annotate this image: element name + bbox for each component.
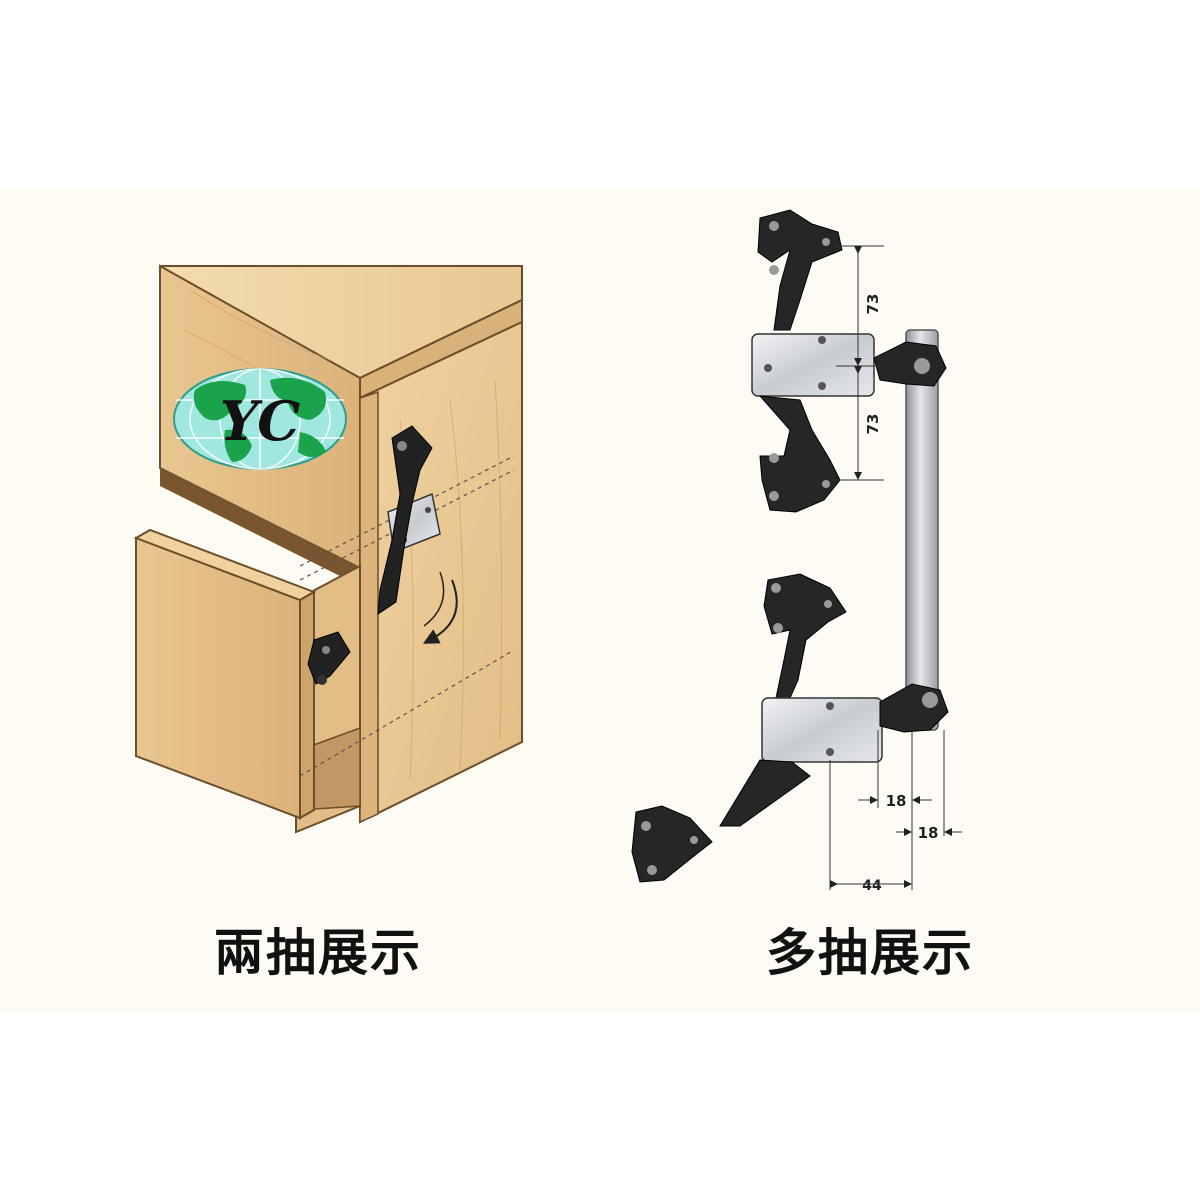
drawer-catch bbox=[307, 631, 351, 685]
connecting-rod bbox=[905, 329, 939, 731]
drawer-front-edge bbox=[299, 590, 315, 820]
rotation-arrow bbox=[422, 579, 458, 644]
caption-multi-drawer: 多抽展示 bbox=[766, 924, 974, 982]
drawer-opening bbox=[160, 468, 360, 586]
cabinet-side-edge bbox=[359, 390, 379, 824]
logo-text: YC bbox=[220, 389, 301, 453]
cabinet-illustration bbox=[133, 264, 523, 834]
dim-lower-spacing: 73 bbox=[864, 414, 882, 435]
side-latch-arm bbox=[377, 425, 433, 615]
dim-offset-b: 18 bbox=[918, 824, 939, 842]
hardware-diagram: 73 73 18 18 44 bbox=[631, 209, 962, 894]
dimension-lines bbox=[829, 245, 962, 890]
top-latch-assembly bbox=[751, 209, 947, 513]
bottom-latch-assembly bbox=[631, 573, 949, 883]
caption-two-drawer: 兩抽展示 bbox=[214, 924, 422, 982]
yc-logo: YC bbox=[173, 368, 347, 470]
dim-upper-spacing: 73 bbox=[864, 294, 882, 315]
dim-width: 44 bbox=[862, 878, 882, 894]
dim-offset-a: 18 bbox=[886, 792, 907, 810]
